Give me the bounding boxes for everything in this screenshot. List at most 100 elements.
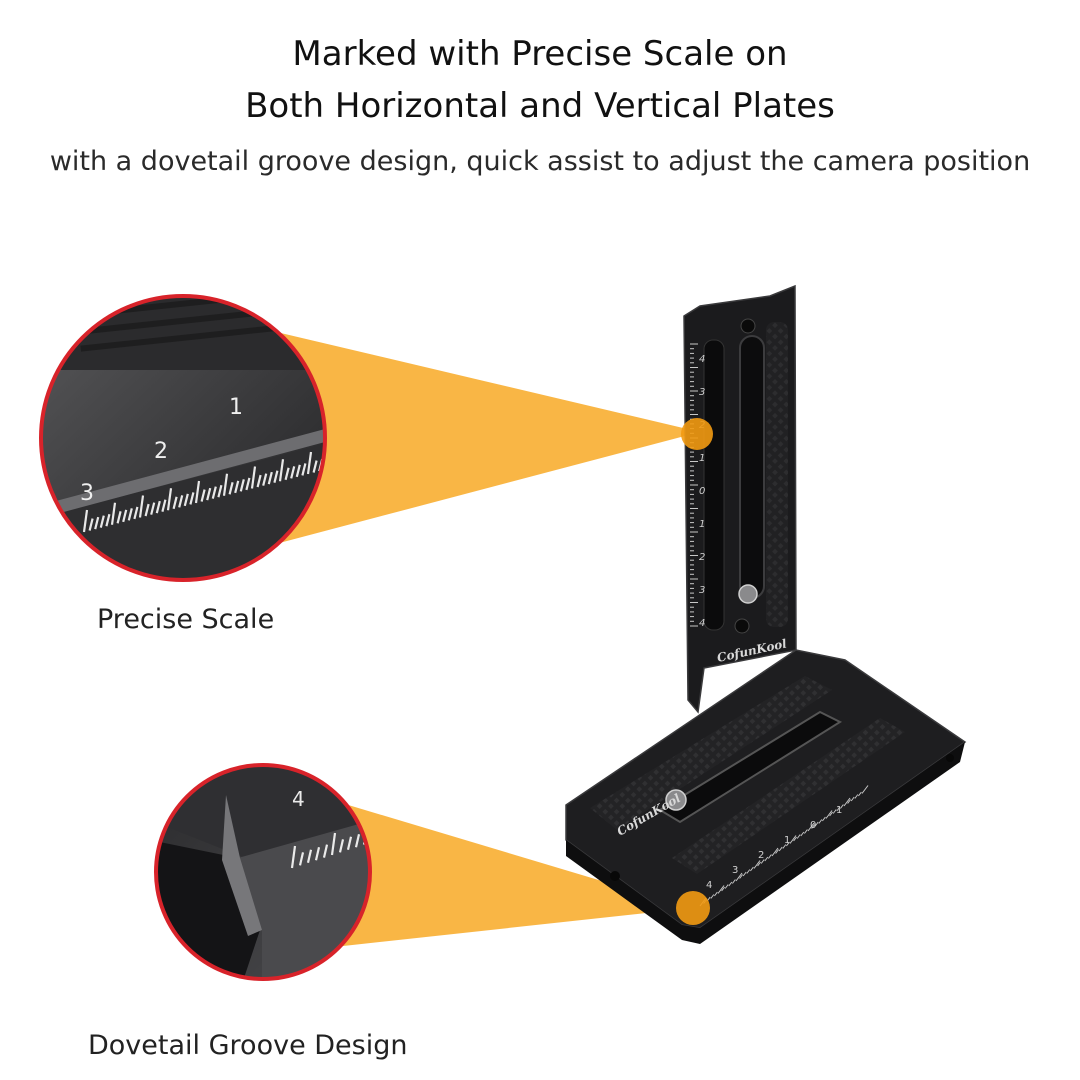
horizontal-scale-number: 1 bbox=[836, 805, 842, 816]
zoom-scale-tick bbox=[222, 473, 229, 496]
zoom-scale-tick bbox=[110, 502, 117, 525]
zoom-scale-tick bbox=[94, 516, 100, 530]
horizontal-scale-tick bbox=[735, 872, 743, 882]
zoom-scale-tick bbox=[262, 473, 268, 486]
magnifier-beam-top bbox=[268, 330, 700, 546]
zoom-scale-tick bbox=[338, 839, 345, 853]
zoom-scale-tick bbox=[234, 480, 240, 494]
zoom-scale-tick bbox=[178, 495, 184, 508]
zoom-scale-tick bbox=[290, 466, 296, 479]
horizontal-scale-tick bbox=[760, 859, 765, 864]
callout-label-precise-scale: Precise Scale bbox=[97, 604, 275, 635]
zoom-scale-tick bbox=[155, 500, 161, 514]
vertical-scale-number: 0 bbox=[699, 486, 705, 497]
horizontal-scale-tick bbox=[771, 847, 779, 857]
horizontal-scale-tick bbox=[854, 794, 859, 799]
zoom-scale-tick bbox=[138, 495, 145, 518]
zoom-scale-tick bbox=[298, 852, 305, 866]
zoom-scale-tick bbox=[166, 488, 173, 511]
zoom-scale-tick bbox=[346, 836, 353, 851]
zoom-scale-number: 4 bbox=[292, 787, 305, 811]
horizontal-scale-tick bbox=[786, 841, 790, 847]
zoom-scale-tick bbox=[116, 511, 122, 524]
vertical-scale-number: 4 bbox=[699, 618, 705, 629]
vertical-screw bbox=[738, 584, 758, 604]
zoom-scale-tick bbox=[290, 845, 297, 869]
magnifier-beam-bottom bbox=[325, 798, 692, 948]
highlight-dot-vertical-scale bbox=[681, 418, 713, 450]
horizontal-scale-tick bbox=[739, 874, 743, 879]
zoom-scale-tick bbox=[105, 513, 111, 527]
zoom-scale-tick bbox=[133, 506, 139, 520]
vertical-scale-number: 2 bbox=[699, 552, 705, 563]
horizontal-scale-tick bbox=[721, 886, 725, 892]
magnifier-precise-scale: 3 2 1 bbox=[39, 294, 327, 582]
horizontal-scale-tick bbox=[768, 854, 772, 859]
horizontal-scale-number: 3 bbox=[732, 865, 738, 876]
zoom-scale-tick bbox=[211, 486, 217, 499]
zoom-scale-tick bbox=[206, 487, 212, 501]
vertical-scale-number: 3 bbox=[699, 387, 705, 398]
horizontal-scale-number: 0 bbox=[810, 820, 816, 831]
horizontal-scale-tick bbox=[775, 849, 779, 854]
horizontal-scale-tick bbox=[814, 821, 819, 827]
horizontal-scale-tick bbox=[832, 809, 837, 814]
zoom-scale-tick bbox=[278, 459, 285, 482]
magnifier-dovetail-groove: 4 bbox=[154, 763, 372, 981]
horizontal-scale-tick bbox=[825, 810, 833, 819]
horizontal-scale-tick bbox=[858, 791, 862, 797]
zoom-scale-tick bbox=[183, 493, 189, 507]
horizontal-scale-tick bbox=[804, 829, 808, 834]
zoom-scale-tick bbox=[88, 518, 94, 531]
horizontal-scale-tick bbox=[843, 797, 851, 807]
highlight-dot-horizontal-scale bbox=[676, 891, 710, 925]
horizontal-scale-tick bbox=[728, 881, 733, 887]
horizontal-scale-tick bbox=[753, 860, 761, 869]
horizontal-scale-tick bbox=[861, 785, 869, 794]
horizontal-scale-tick bbox=[757, 861, 761, 867]
zoom-scale-tick bbox=[322, 844, 329, 858]
zoom-scale-tick bbox=[312, 460, 318, 473]
horizontal-slot bbox=[658, 710, 843, 824]
horizontal-scale-tick bbox=[800, 831, 805, 837]
headline: Marked with Precise Scale on Both Horizo… bbox=[0, 28, 1080, 132]
callout-label-dovetail-groove: Dovetail Groove Design bbox=[88, 1030, 408, 1061]
vertical-slot-inner bbox=[739, 335, 765, 599]
horizontal-scale-tick bbox=[836, 806, 841, 812]
zoom-scale-tick bbox=[217, 484, 223, 498]
subheadline: with a dovetail groove design, quick ass… bbox=[49, 146, 1031, 177]
zoom-scale-tick bbox=[284, 467, 290, 481]
zoom-scale-tick bbox=[228, 482, 234, 495]
horizontal-screw bbox=[665, 789, 687, 811]
zoom-scale-tick bbox=[301, 463, 307, 476]
zoom-scale-tick bbox=[82, 509, 89, 533]
zoom-scale-number: 3 bbox=[80, 481, 94, 506]
zoom-scale-tick bbox=[267, 471, 273, 485]
zoom-scale-tick bbox=[127, 508, 133, 521]
horizontal-scale-tick bbox=[840, 804, 844, 809]
zoom-scale-tick bbox=[306, 849, 313, 864]
zoom-scale-tick bbox=[150, 502, 156, 515]
horizontal-scale-tick bbox=[717, 885, 725, 894]
zoom-scale-tick bbox=[194, 480, 201, 504]
horizontal-scale-tick bbox=[807, 822, 815, 832]
horizontal-scale-tick bbox=[732, 879, 736, 884]
horizontal-scale-number: 2 bbox=[758, 850, 764, 861]
zoom-scale-number: 2 bbox=[154, 439, 168, 464]
zoom-scale-tick bbox=[273, 470, 279, 483]
horizontal-scale-tick bbox=[793, 836, 797, 842]
zoom-scale-tick bbox=[200, 489, 206, 502]
horizontal-scale-tick bbox=[724, 884, 729, 889]
vertical-scale-number: 1 bbox=[699, 453, 705, 464]
magnifier-ring bbox=[39, 294, 327, 582]
zoom-scale-tick bbox=[250, 466, 257, 489]
horizontal-scale-tick bbox=[764, 856, 769, 862]
headline-line-1: Marked with Precise Scale on bbox=[292, 34, 788, 74]
zoom-scale-tick bbox=[144, 503, 150, 517]
zoom-scale-tick bbox=[245, 477, 251, 491]
horizontal-scale-tick bbox=[714, 891, 718, 897]
vertical-scale-number: 3 bbox=[699, 585, 705, 596]
horizontal-scale-tick bbox=[746, 869, 751, 874]
horizontal-scale-tick bbox=[818, 819, 823, 824]
